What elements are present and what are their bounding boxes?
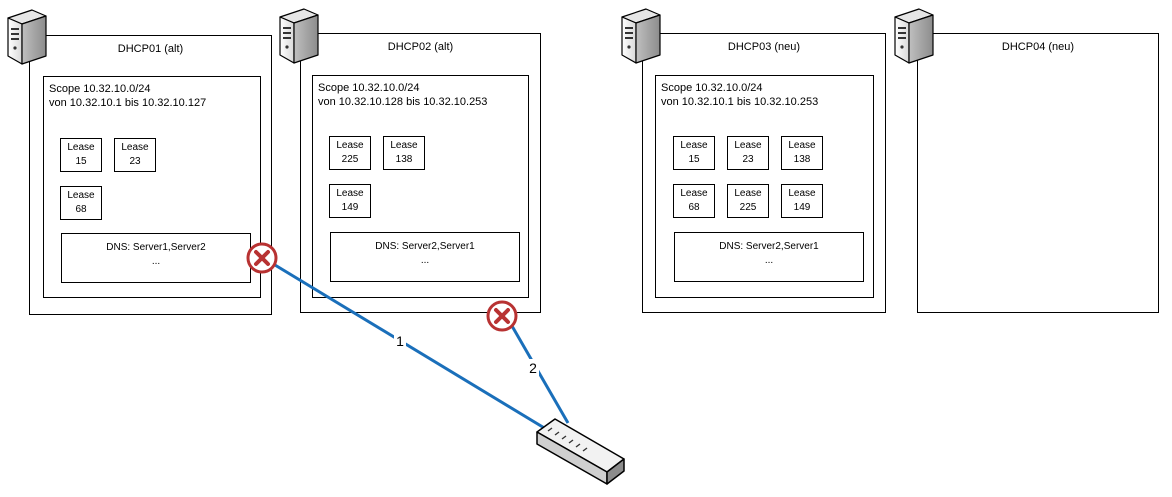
lease-item: Lease 149 [781, 184, 823, 218]
lease-item: Lease 23 [727, 136, 769, 170]
lease-number: 15 [688, 154, 700, 165]
scope-range: Scope 10.32.10.0/24 [49, 83, 151, 95]
lease-number: 149 [793, 202, 811, 213]
lease-item: Lease 68 [673, 184, 715, 218]
network-switch-icon [536, 418, 625, 485]
lease-label: Lease [680, 188, 708, 199]
server-title: DHCP03 (neu) [727, 41, 801, 53]
scope-range-detail: von 10.32.10.1 bis 10.32.10.253 [661, 96, 819, 108]
server-tower-icon [279, 8, 319, 64]
lease-item: Lease 15 [673, 136, 715, 170]
lease-number: 138 [395, 154, 413, 165]
lease-item: Lease 138 [383, 136, 425, 170]
lease-item: Lease 68 [60, 186, 102, 220]
lease-label: Lease [734, 188, 762, 199]
lease-item: Lease 225 [727, 184, 769, 218]
dns-box: DNS: Server2,Server1 ... [330, 232, 520, 282]
dns-more: ... [420, 255, 430, 266]
connection-label-2: 2 [529, 360, 537, 376]
dns-servers: DNS: Server1,Server2 [106, 242, 206, 253]
lease-label: Lease [121, 142, 149, 153]
dns-more: ... [151, 256, 161, 267]
lease-item: Lease 23 [114, 138, 156, 172]
dns-servers: DNS: Server2,Server1 [375, 241, 475, 252]
connection-line-2 [510, 325, 570, 424]
scope-range-detail: von 10.32.10.1 bis 10.32.10.127 [49, 97, 207, 109]
lease-number: 23 [742, 154, 754, 165]
lease-label: Lease [336, 140, 364, 151]
dns-servers: DNS: Server2,Server1 [719, 241, 819, 252]
lease-number: 68 [75, 204, 87, 215]
lease-label: Lease [680, 140, 708, 151]
lease-label: Lease [390, 140, 418, 151]
scope-range: Scope 10.32.10.0/24 [318, 82, 420, 94]
lease-number: 68 [688, 202, 700, 213]
dns-more: ... [764, 255, 774, 266]
dns-box: DNS: Server1,Server2 ... [61, 233, 251, 283]
lease-label: Lease [67, 142, 95, 153]
lease-item: Lease 138 [781, 136, 823, 170]
lease-number: 149 [341, 202, 359, 213]
server-tower-icon [621, 8, 661, 64]
scope-range-detail: von 10.32.10.128 bis 10.32.10.253 [318, 96, 488, 108]
server-box-dhcp04: DHCP04 (neu) [917, 33, 1159, 313]
lease-number: 225 [739, 202, 757, 213]
dns-box: DNS: Server2,Server1 ... [674, 232, 864, 282]
server-title: DHCP04 (neu) [1001, 41, 1075, 53]
scope-box-dhcp01: Scope 10.32.10.0/24 von 10.32.10.1 bis 1… [43, 76, 261, 298]
connection-line-1 [269, 260, 547, 431]
server-title: DHCP01 (alt) [117, 43, 184, 55]
server-tower-icon [894, 8, 934, 64]
scope-box-dhcp02: Scope 10.32.10.0/24 von 10.32.10.128 bis… [312, 75, 529, 298]
lease-item: Lease 149 [329, 184, 371, 218]
lease-number: 15 [75, 156, 87, 167]
lease-label: Lease [788, 188, 816, 199]
blocked-x-icon [486, 300, 518, 332]
lease-number: 225 [341, 154, 359, 165]
connection-label-bg [394, 332, 406, 350]
connection-label-bg [527, 359, 539, 377]
scope-box-dhcp03: Scope 10.32.10.0/24 von 10.32.10.1 bis 1… [655, 75, 874, 298]
connection-label-1: 1 [396, 333, 404, 349]
blocked-x-icon [246, 242, 278, 274]
lease-label: Lease [734, 140, 762, 151]
lease-item: Lease 15 [60, 138, 102, 172]
lease-label: Lease [67, 190, 95, 201]
lease-label: Lease [336, 188, 364, 199]
lease-label: Lease [788, 140, 816, 151]
server-tower-icon [7, 9, 47, 65]
scope-range: Scope 10.32.10.0/24 [661, 82, 763, 94]
lease-number: 23 [129, 156, 141, 167]
lease-number: 138 [793, 154, 811, 165]
lease-item: Lease 225 [329, 136, 371, 170]
server-title: DHCP02 (alt) [387, 41, 454, 53]
